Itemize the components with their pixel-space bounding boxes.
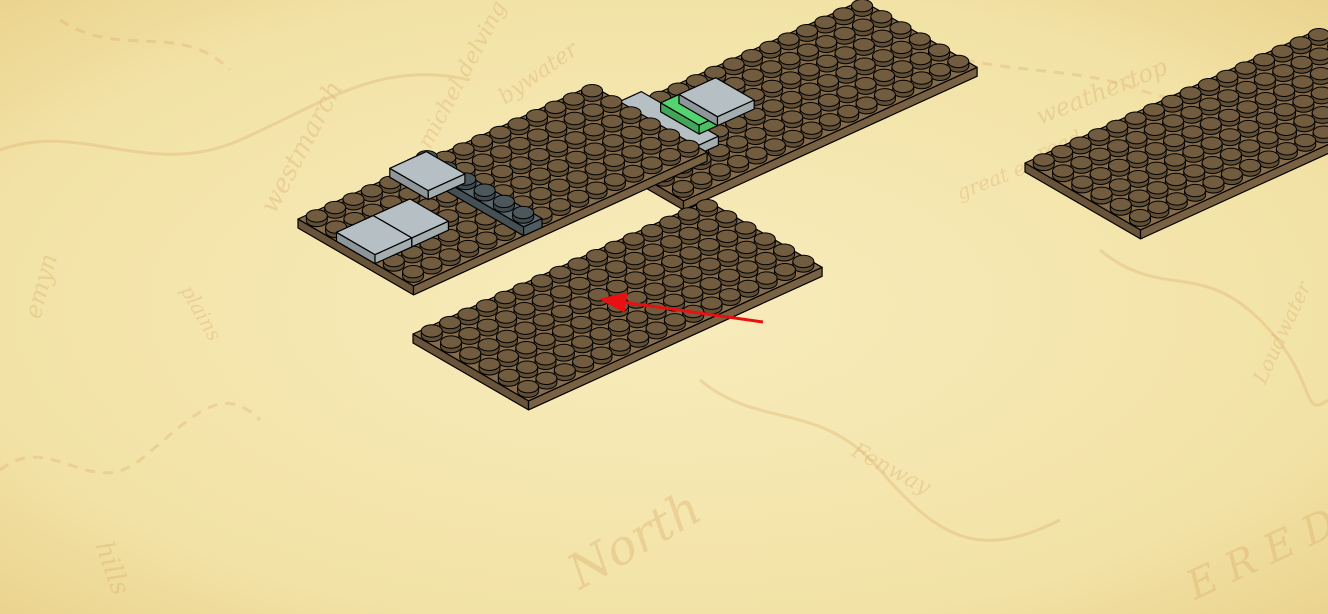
assembly-diagram: westmarchmichel delvingbywaterweathertop… (0, 0, 1328, 614)
instruction-step-canvas: westmarchmichel delvingbywaterweathertop… (0, 0, 1328, 614)
